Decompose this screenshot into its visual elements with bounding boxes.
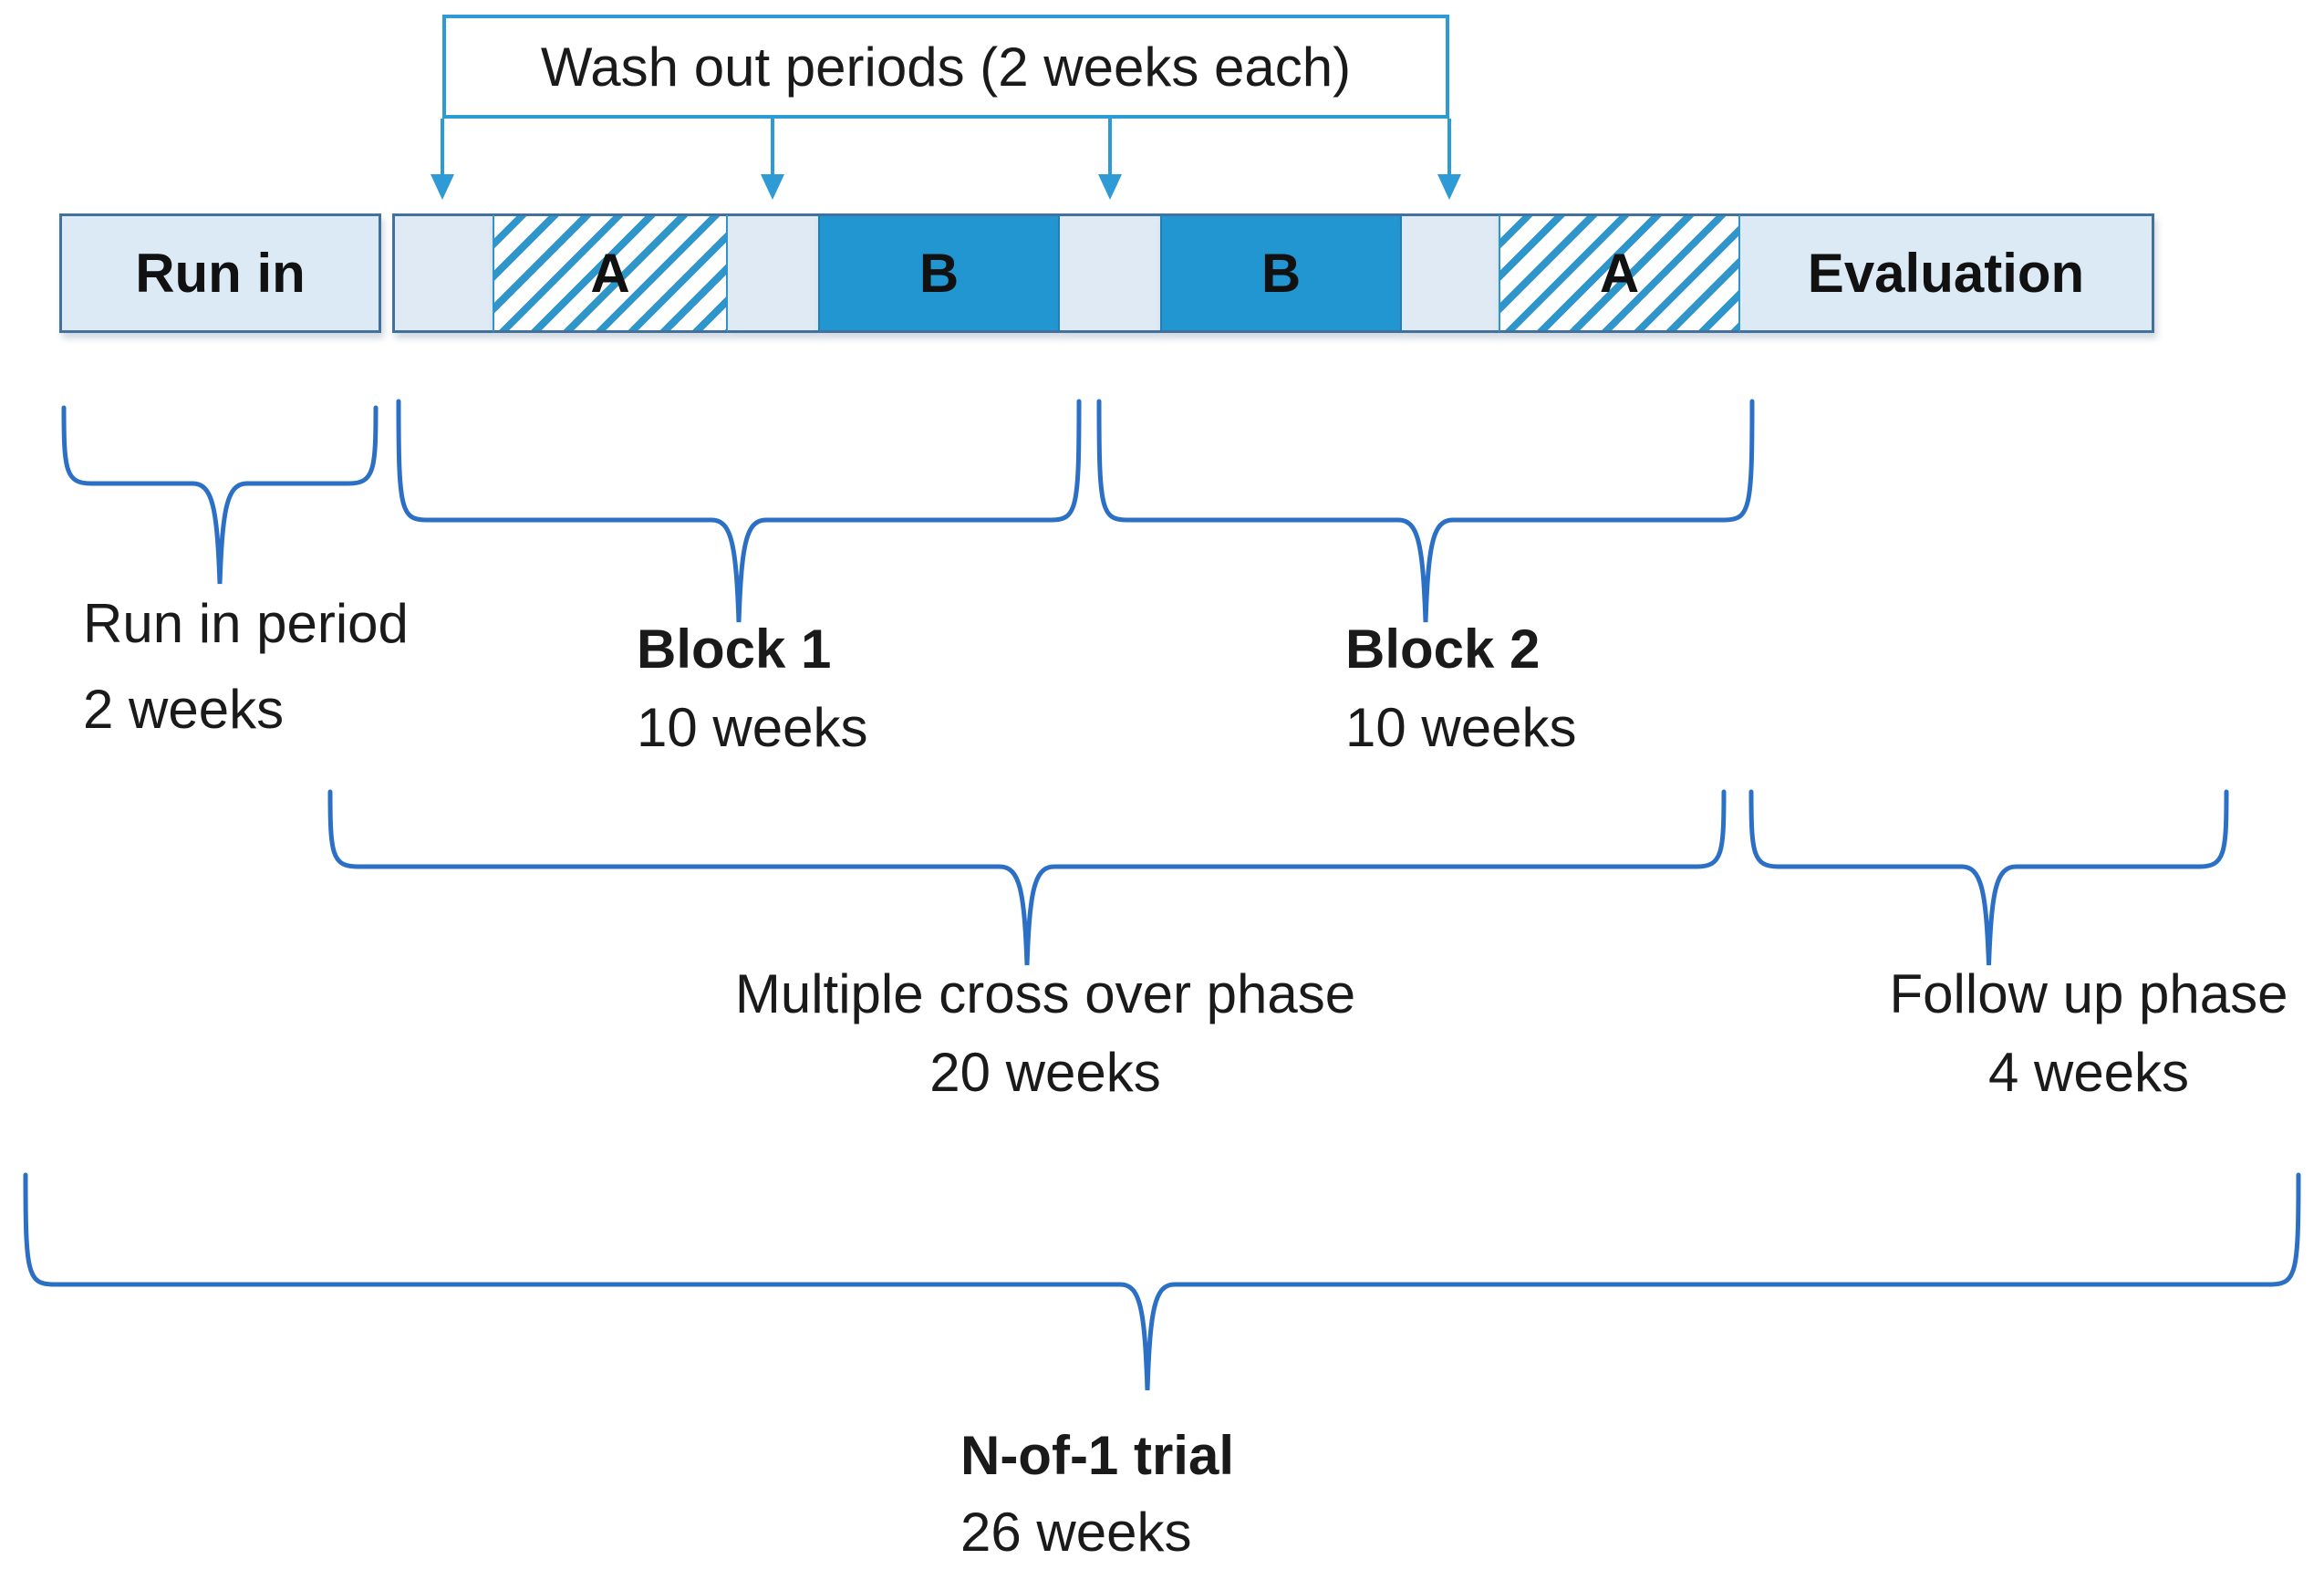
segment-washout-1 [392, 213, 493, 333]
washout-note-box: Wash out periods (2 weeks each) [442, 15, 1449, 119]
phase-duration-run-in-period: 2 weeks [83, 679, 285, 740]
segment-treatment-a-1: A [493, 213, 728, 333]
brace-block-2 [1096, 399, 1755, 623]
brace-block-1 [396, 399, 1082, 623]
washout-arrow-head-4 [1437, 174, 1461, 200]
phase-duration-block-2: 10 weeks [1345, 697, 1577, 758]
phase-title-block-2: Block 2 [1345, 618, 1541, 680]
segment-washout-4 [1402, 213, 1499, 333]
phase-title-block-1: Block 1 [637, 618, 832, 680]
brace-multiple-cross-over-phase [327, 789, 1727, 966]
phase-title-n-of-1-trial: N-of-1 trial [960, 1425, 1234, 1486]
washout-arrow-head-2 [761, 174, 784, 200]
phase-duration-follow-up-phase: 4 weeks [1987, 1042, 2190, 1103]
segment-label-run-in: Run in [135, 243, 306, 304]
brace-n-of-1-trial [23, 1172, 2301, 1391]
segment-washout-3 [1060, 213, 1160, 333]
phase-title-multiple-cross-over-phase: Multiple cross over phase [734, 963, 1356, 1024]
phase-duration-n-of-1-trial: 26 weeks [960, 1502, 1192, 1563]
segment-treatment-b-2: B [1160, 213, 1402, 333]
phase-title-run-in-period: Run in period [83, 593, 409, 654]
phase-duration-block-1: 10 weeks [637, 697, 868, 758]
washout-note-text: Wash out periods (2 weeks each) [540, 36, 1352, 98]
segment-washout-2 [728, 213, 818, 333]
segment-label-treatment-b-1: B [918, 243, 960, 304]
brace-follow-up-phase [1748, 789, 2229, 966]
brace-run-in-period [61, 405, 379, 585]
segment-label-treatment-a-2: A [1599, 243, 1640, 304]
segment-evaluation: Evaluation [1740, 213, 2154, 333]
segment-treatment-a-2: A [1499, 213, 1740, 333]
washout-arrow-head-3 [1098, 174, 1122, 200]
washout-arrow-head-1 [431, 174, 454, 200]
segment-label-treatment-b-2: B [1261, 243, 1302, 304]
segment-run-in: Run in [59, 213, 381, 333]
segment-label-evaluation: Evaluation [1807, 243, 2085, 304]
phase-duration-multiple-cross-over-phase: 20 weeks [929, 1042, 1161, 1103]
segment-label-treatment-a-1: A [590, 243, 630, 304]
phase-title-follow-up-phase: Follow up phase [1889, 963, 2288, 1024]
segment-treatment-b-1: B [818, 213, 1060, 333]
